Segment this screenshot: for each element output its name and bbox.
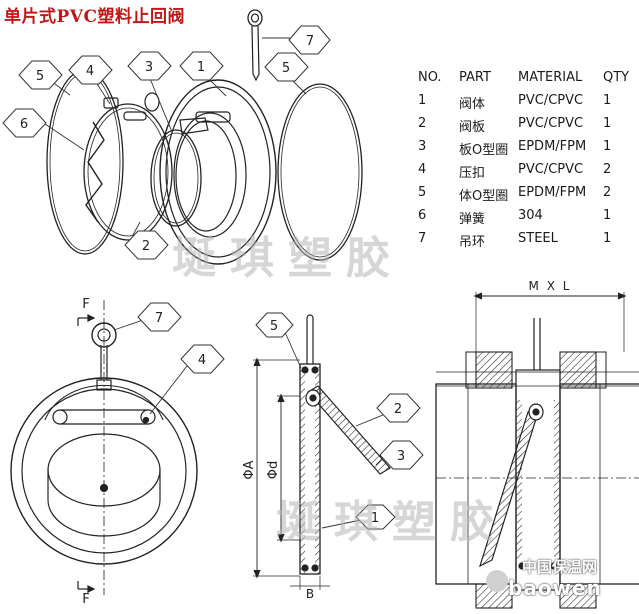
exploded-view — [46, 9, 363, 265]
callout-hex — [2, 108, 47, 138]
bom-header-material: MATERIAL — [518, 70, 583, 85]
bom-part: 板O型圈 — [459, 143, 509, 158]
side-section-view — [253, 314, 391, 590]
bom-no: 2 — [418, 116, 427, 131]
body-o-ring-right — [277, 83, 363, 261]
bom-part: 阀板 — [459, 120, 486, 135]
watermark-text: 埏琪塑胶 — [172, 233, 404, 284]
callout-hex — [137, 302, 182, 332]
bom-qty: 1 — [603, 139, 612, 154]
bom-qty: 1 — [603, 231, 612, 246]
callout-label: 3 — [397, 449, 405, 464]
bom-no: 6 — [418, 208, 427, 223]
site-name-cn: 中国保温网 — [522, 558, 598, 576]
bom-no: 7 — [418, 231, 427, 246]
bom-material: PVC/CPVC — [518, 93, 584, 108]
callout-hex — [376, 393, 421, 423]
callout-label: 4 — [86, 64, 94, 79]
bom-material: EPDM/FPM — [518, 139, 587, 154]
bom-part: 体O型圈 — [459, 189, 509, 204]
bom-part: 弹簧 — [459, 212, 486, 227]
callout-hex — [124, 230, 169, 260]
bom-no: 4 — [418, 162, 427, 177]
dimension-phi-d: Φd — [266, 461, 281, 479]
callout-markers — [2, 25, 424, 530]
callout-hex — [179, 51, 224, 81]
watermark-text: 埏琪塑胶 — [276, 497, 508, 548]
dimension-mxl: M X L — [529, 279, 572, 293]
front-view — [10, 300, 198, 595]
callout-hex — [288, 25, 331, 55]
bom-part: 吊环 — [459, 235, 486, 250]
bom-material: PVC/CPVC — [518, 116, 584, 131]
bom-part: 压扣 — [459, 166, 486, 181]
bom-qty: 1 — [603, 93, 612, 108]
callout-label: 1 — [371, 511, 379, 526]
callout-hex — [68, 55, 113, 85]
bom-header-qty: QTY — [603, 70, 630, 85]
section-mark-f-bottom: F — [82, 592, 89, 607]
callout-hex — [255, 312, 294, 338]
bom-material: STEEL — [518, 231, 558, 246]
dimension-phi-a: ΦA — [242, 460, 257, 479]
callout-label: 5 — [36, 69, 44, 84]
site-name-en: baowen — [508, 576, 602, 600]
valve-plate — [83, 103, 173, 241]
callout-label: 4 — [198, 353, 206, 368]
bom-qty: 2 — [603, 185, 612, 200]
bom-no: 3 — [418, 139, 427, 154]
callout-label: 3 — [145, 60, 153, 75]
page-title: 单片式PVC塑料止回阀 — [4, 7, 186, 27]
bom-qty: 2 — [603, 162, 612, 177]
assembly-section-view — [435, 292, 639, 609]
callout-hex — [180, 344, 225, 374]
bom-header-no: NO. — [418, 70, 442, 85]
callout-label: 1 — [197, 60, 205, 75]
bom-material: PVC/CPVC — [518, 162, 584, 177]
site-watermark: 中国保温网 baowen — [482, 548, 636, 610]
callout-hex — [264, 52, 309, 82]
eye-bolt — [247, 9, 263, 82]
callout-label: 7 — [155, 311, 163, 326]
callout-label: 7 — [306, 34, 314, 49]
callout-hex — [18, 60, 63, 90]
callout-label: 2 — [394, 402, 402, 417]
callout-label: 5 — [270, 319, 278, 334]
bom-no: 5 — [418, 185, 427, 200]
callout-label: 2 — [142, 239, 150, 254]
bom-part: 阀体 — [459, 97, 486, 112]
callout-hex — [379, 440, 424, 470]
bom-qty: 1 — [603, 116, 612, 131]
callout-hex — [355, 504, 396, 530]
bom-qty: 1 — [603, 208, 612, 223]
plate-o-ring — [150, 129, 202, 227]
spring — [85, 121, 105, 223]
dimension-b: B — [306, 587, 314, 601]
bom-material: 304 — [518, 208, 543, 223]
section-mark-f-top: F — [82, 297, 89, 312]
bom-header-part: PART — [459, 70, 491, 85]
site-logo-icon — [486, 570, 508, 592]
callout-label: 5 — [282, 61, 290, 76]
side-valve-plate — [307, 385, 391, 475]
bom-material: EPDM/FPM — [518, 185, 587, 200]
valve-body-outer — [159, 79, 277, 265]
bom-no: 1 — [418, 93, 427, 108]
callout-hex — [127, 51, 172, 81]
callout-label: 6 — [20, 117, 28, 132]
